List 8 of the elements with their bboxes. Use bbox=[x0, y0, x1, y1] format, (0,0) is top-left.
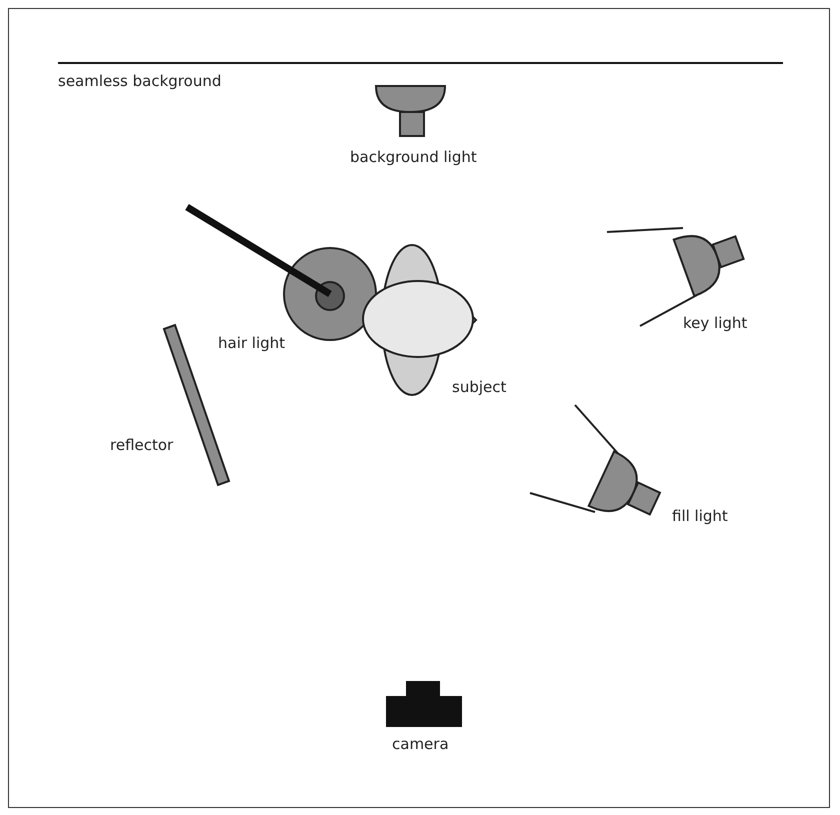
object-label: subject bbox=[452, 378, 506, 396]
object-label: camera bbox=[392, 735, 449, 753]
object-label: background light bbox=[350, 148, 477, 166]
object-label: hair light bbox=[218, 334, 286, 352]
object-label: reflector bbox=[110, 436, 174, 454]
object-label: key light bbox=[683, 314, 748, 332]
object-label: fill light bbox=[672, 507, 728, 525]
object-label: seamless background bbox=[58, 72, 222, 90]
